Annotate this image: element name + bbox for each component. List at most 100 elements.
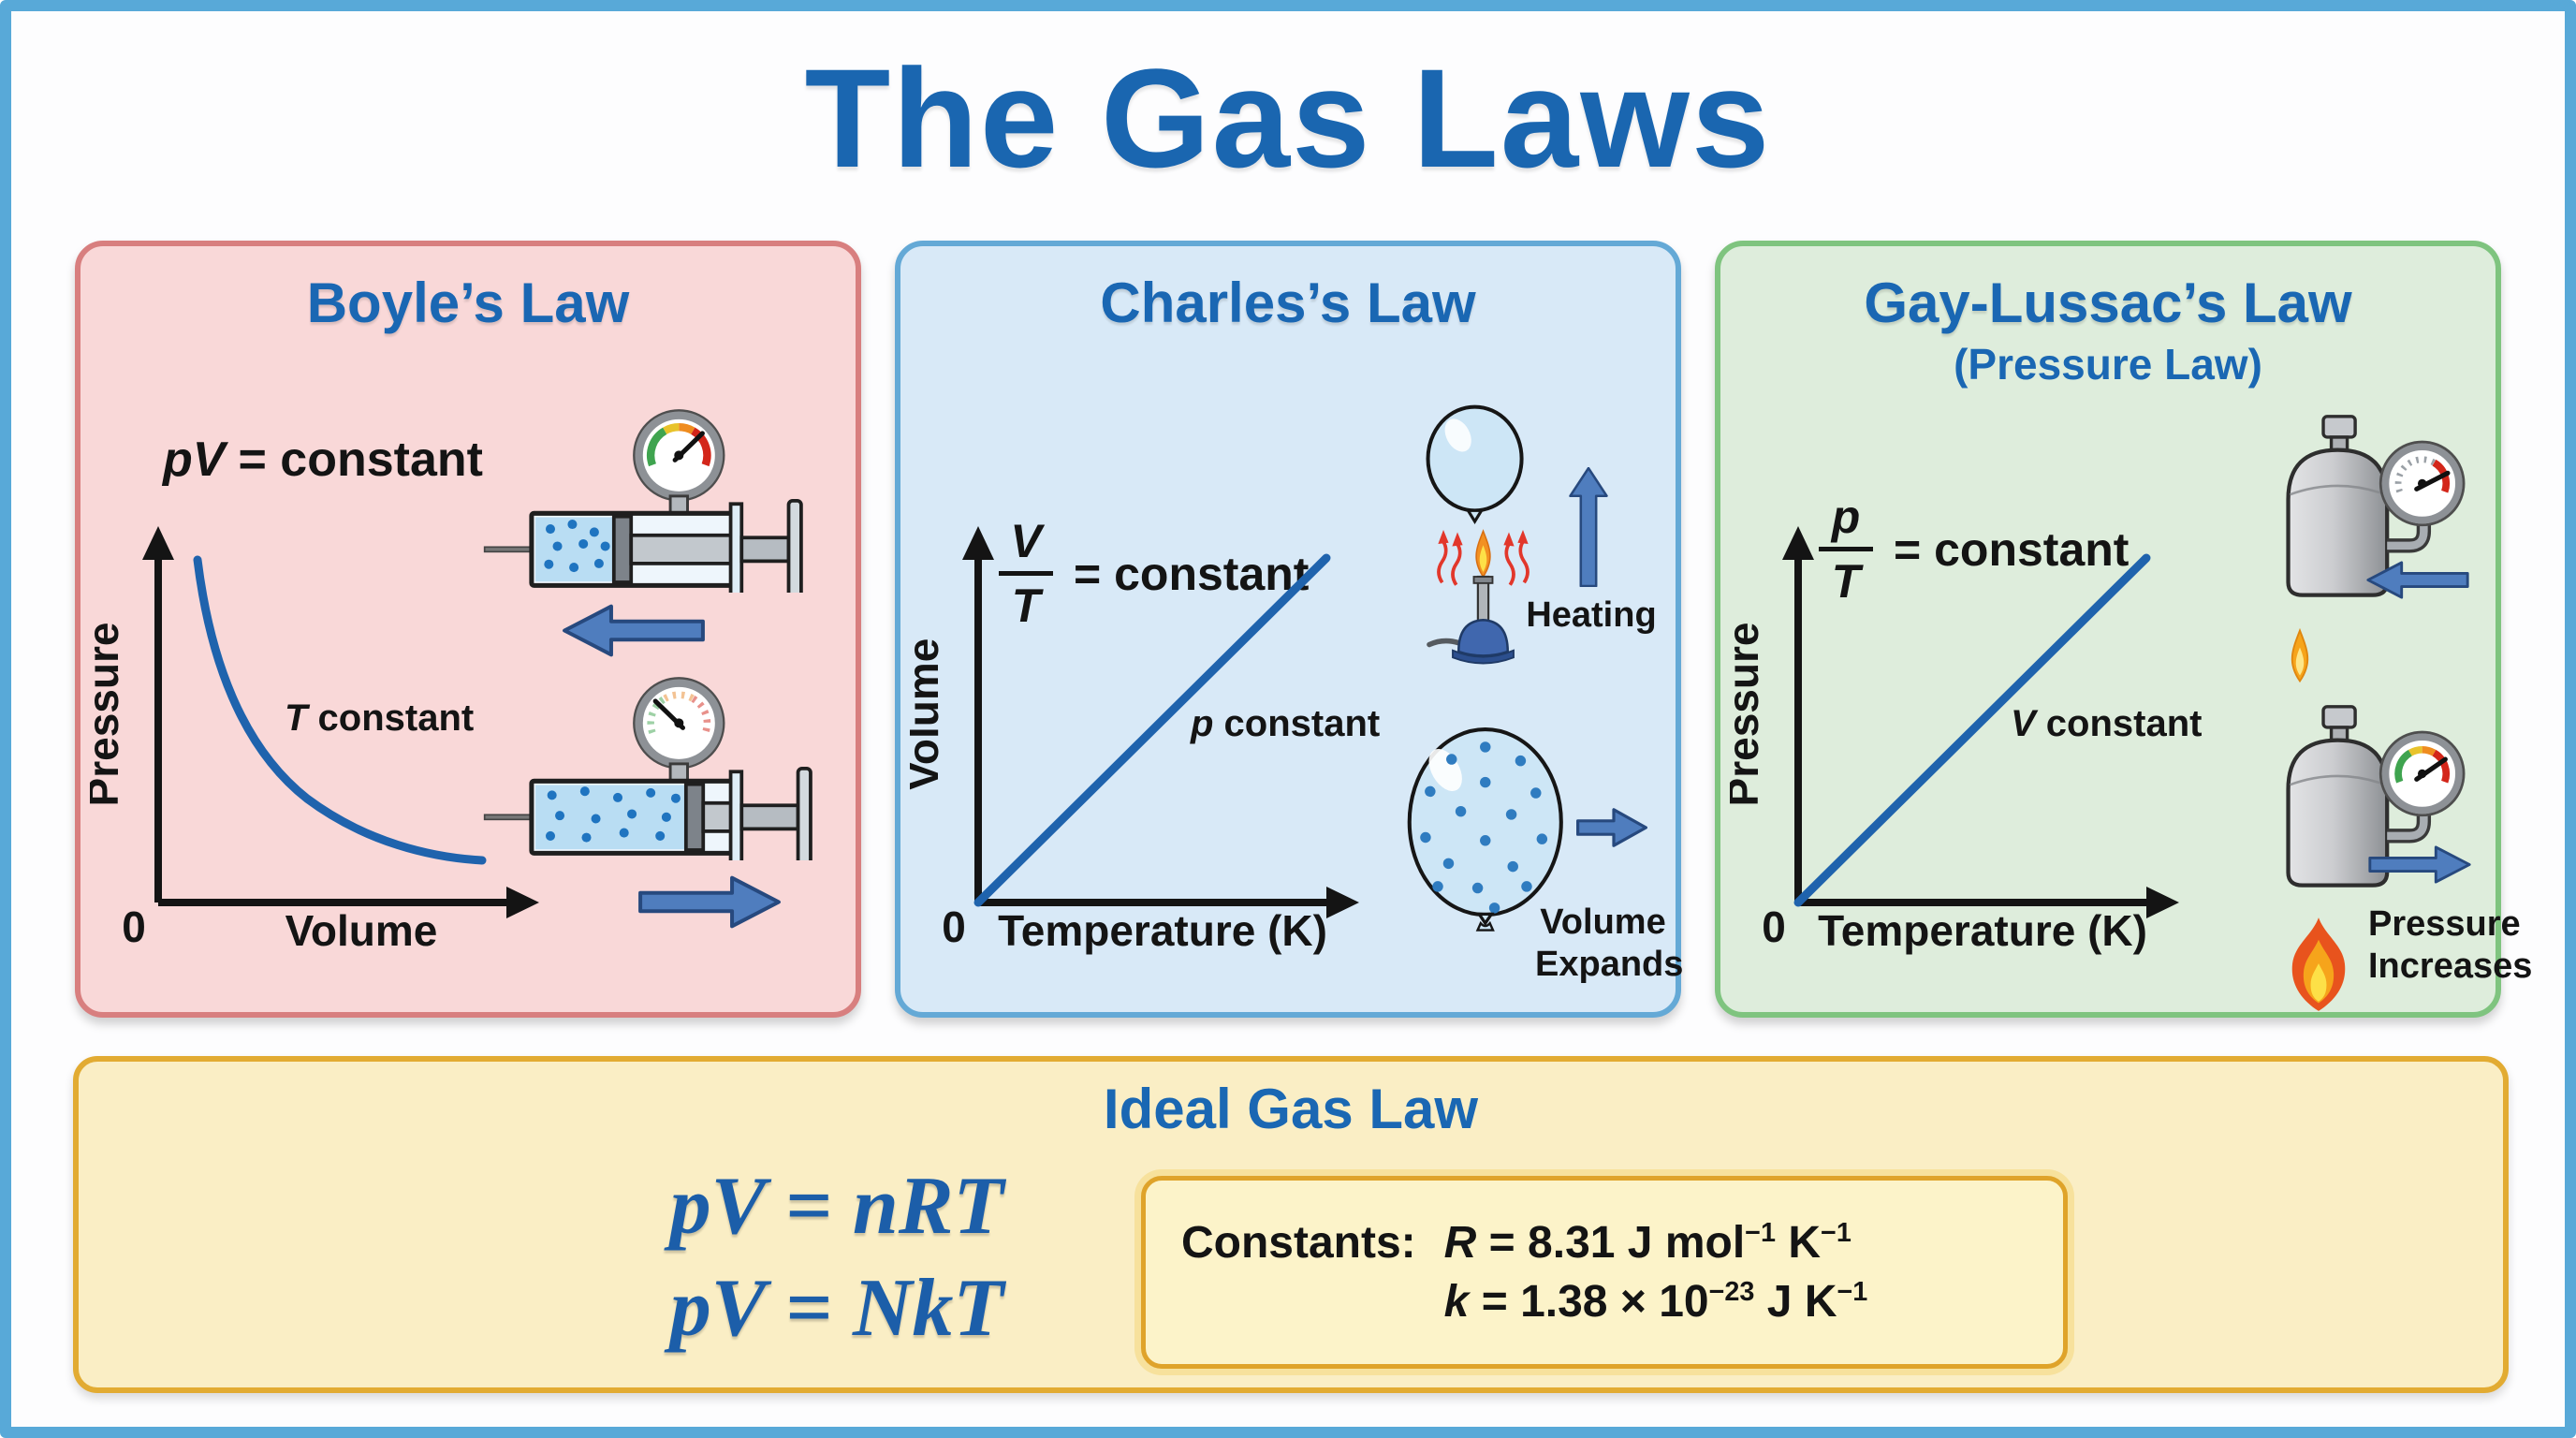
boltzmann-constant-symbol: k xyxy=(1443,1277,1470,1327)
y-axis-arrowhead xyxy=(962,526,994,560)
balloon-knot xyxy=(1476,912,1495,927)
heating-caption: Heating xyxy=(1526,594,1657,637)
gas-constant-line: R = 8.31 J mol−1 K−1 xyxy=(1444,1217,2027,1269)
boyle-law-panel: Boyle’s Law pV = constant Pressure Volum… xyxy=(75,241,861,1018)
page-title: The Gas Laws xyxy=(804,39,1772,197)
fraction-bar xyxy=(1819,547,1873,551)
pressure-gauge-icon xyxy=(2378,440,2466,527)
gauge-scale-ticks xyxy=(647,691,711,734)
arrow-up-icon xyxy=(1569,467,1608,587)
pressure-increases-line1: Pressure xyxy=(2368,904,2521,944)
charles-fraction-numerator: V xyxy=(1010,515,1042,567)
boyle-graph-note: T constant xyxy=(285,697,474,739)
charles-line xyxy=(973,553,1331,907)
boyle-graph-ylabel: Pressure xyxy=(90,623,127,807)
gaylussac-fraction-denominator: T xyxy=(1831,555,1861,608)
volume-expands-line1: Volume xyxy=(1540,902,1666,942)
boyle-formula: pV = constant xyxy=(163,432,483,488)
arrow-right-icon xyxy=(638,875,781,929)
charles-graph: Volume Temperature (K) 0 p constant xyxy=(910,526,1380,955)
pressure-gauge-icon xyxy=(633,409,725,517)
arrow-right-icon xyxy=(1576,808,1647,847)
constants-box: Constants: R = 8.31 J mol−1 K−1 k = 1.38… xyxy=(1141,1176,2068,1369)
gaylussac-law-panel: Gay-Lussac’s Law (Pressure Law) p T = co… xyxy=(1715,241,2532,1018)
charles-fraction-denominator: T xyxy=(1011,580,1041,632)
boyle-formula-eq: = constant xyxy=(238,433,483,487)
gas-constant-exponent1: −1 xyxy=(1745,1218,1777,1248)
pressure-gauge-icon xyxy=(633,677,725,785)
law-panels-row: Boyle’s Law pV = constant Pressure Volum… xyxy=(75,241,2532,1018)
y-axis-arrowhead xyxy=(142,526,174,560)
charles-law-panel: Charles’s Law V T = constant Volume Temp… xyxy=(895,241,1684,1018)
charles-graph-note: p constant xyxy=(1190,703,1380,744)
ideal-gas-law-title: Ideal Gas Law xyxy=(1103,1078,1479,1140)
balloon-icon xyxy=(1426,404,1524,524)
boyle-note-var: T xyxy=(285,697,311,739)
small-flame-icon xyxy=(2291,627,2309,683)
charles-graph-xlabel: Temperature (K) xyxy=(998,906,1327,955)
syringe-body xyxy=(483,499,803,593)
volume-expands-caption: Volume Expands xyxy=(1535,902,1684,986)
y-axis-arrowhead xyxy=(1782,526,1814,560)
pressure-increases-line2: Increases xyxy=(2368,946,2533,986)
gas-constant-value: = 8.31 J mol xyxy=(1476,1218,1746,1268)
x-axis-arrowhead xyxy=(2146,887,2179,918)
gaylussac-fraction: p T xyxy=(1819,492,1873,607)
charles-graph-origin: 0 xyxy=(942,902,966,951)
gas-particles xyxy=(545,786,681,843)
syringe-compressed-icon xyxy=(483,409,803,593)
pressure-increases-caption: Pressure Increases xyxy=(2368,903,2533,988)
gaylussac-panel-subtitle: (Pressure Law) xyxy=(1954,340,2262,389)
gaylussac-graph: Pressure Temperature (K) 0 V constant xyxy=(1730,526,2202,955)
heating-caption-text: Heating xyxy=(1526,595,1657,635)
flame-icon xyxy=(1475,529,1491,579)
bunsen-burner-icon xyxy=(1427,529,1530,665)
boltzmann-constant-line: k = 1.38 × 10−23 J K−1 xyxy=(1444,1276,2027,1328)
charles-note-var: p xyxy=(1190,703,1213,744)
heat-waves-icon xyxy=(1437,540,1530,586)
charles-formula-eq: = constant xyxy=(1074,547,1310,600)
heat-wave-tips xyxy=(1438,530,1529,547)
boltzmann-constant-value: = 1.38 × 10 xyxy=(1469,1277,1709,1327)
balloon-highlight xyxy=(1444,418,1471,452)
volume-expands-line2: Expands xyxy=(1535,944,1684,984)
charles-formula: V T = constant xyxy=(999,516,1309,631)
x-axis-arrowhead xyxy=(1326,887,1359,918)
gas-particles xyxy=(1420,741,1548,914)
charles-graph-ylabel: Volume xyxy=(910,638,947,791)
gas-constant-symbol: R xyxy=(1443,1218,1477,1268)
gaylussac-formula: p T = constant xyxy=(1819,492,2129,607)
gaylussac-graph-xlabel: Temperature (K) xyxy=(1818,906,2147,955)
arrow-left-icon xyxy=(563,604,705,657)
boyle-curve xyxy=(193,555,487,865)
charles-note-rest: constant xyxy=(1213,703,1380,744)
ideal-gas-formulas: pV = nRT pV = NkT xyxy=(519,1155,1155,1359)
arrow-left-icon xyxy=(2366,561,2469,599)
gauge-pipe xyxy=(2387,521,2428,550)
gas-constant-unit2: K xyxy=(1776,1218,1822,1268)
gaylussac-fraction-numerator: p xyxy=(1831,491,1861,543)
dotted-balloon-icon xyxy=(1407,727,1563,932)
boltzmann-constant-unit2: J K xyxy=(1754,1277,1837,1327)
gaylussac-graph-note: V constant xyxy=(2011,703,2202,744)
gaylussac-panel-title: Gay-Lussac’s Law xyxy=(1864,271,2352,334)
gaylussac-graph-origin: 0 xyxy=(1762,902,1786,951)
ideal-gas-formula-molecular: pV = NkT xyxy=(669,1263,1004,1355)
boyle-note-rest: constant xyxy=(307,697,474,739)
syringe-expanded-icon xyxy=(483,677,812,860)
constants-label: Constants: xyxy=(1181,1218,1416,1268)
boltzmann-constant-exponent2: −1 xyxy=(1837,1277,1868,1307)
boyle-formula-lhs: pV xyxy=(163,433,226,487)
ideal-gas-formula-molar: pV = nRT xyxy=(669,1161,1004,1252)
boyle-panel-title: Boyle’s Law xyxy=(306,271,630,334)
balloon-knot xyxy=(1465,508,1485,524)
fraction-bar xyxy=(999,571,1053,576)
pressure-gauge-icon xyxy=(2378,730,2466,817)
boyle-graph: Pressure Volume 0 T constant xyxy=(90,526,539,955)
boyle-graph-origin: 0 xyxy=(122,902,146,951)
gauge-pipe xyxy=(2387,812,2428,841)
gas-cylinder-icon xyxy=(2286,705,2466,888)
gas-particles xyxy=(544,520,610,573)
gaylussac-formula-eq: = constant xyxy=(1894,522,2130,576)
arrow-right-icon xyxy=(2368,845,2471,884)
